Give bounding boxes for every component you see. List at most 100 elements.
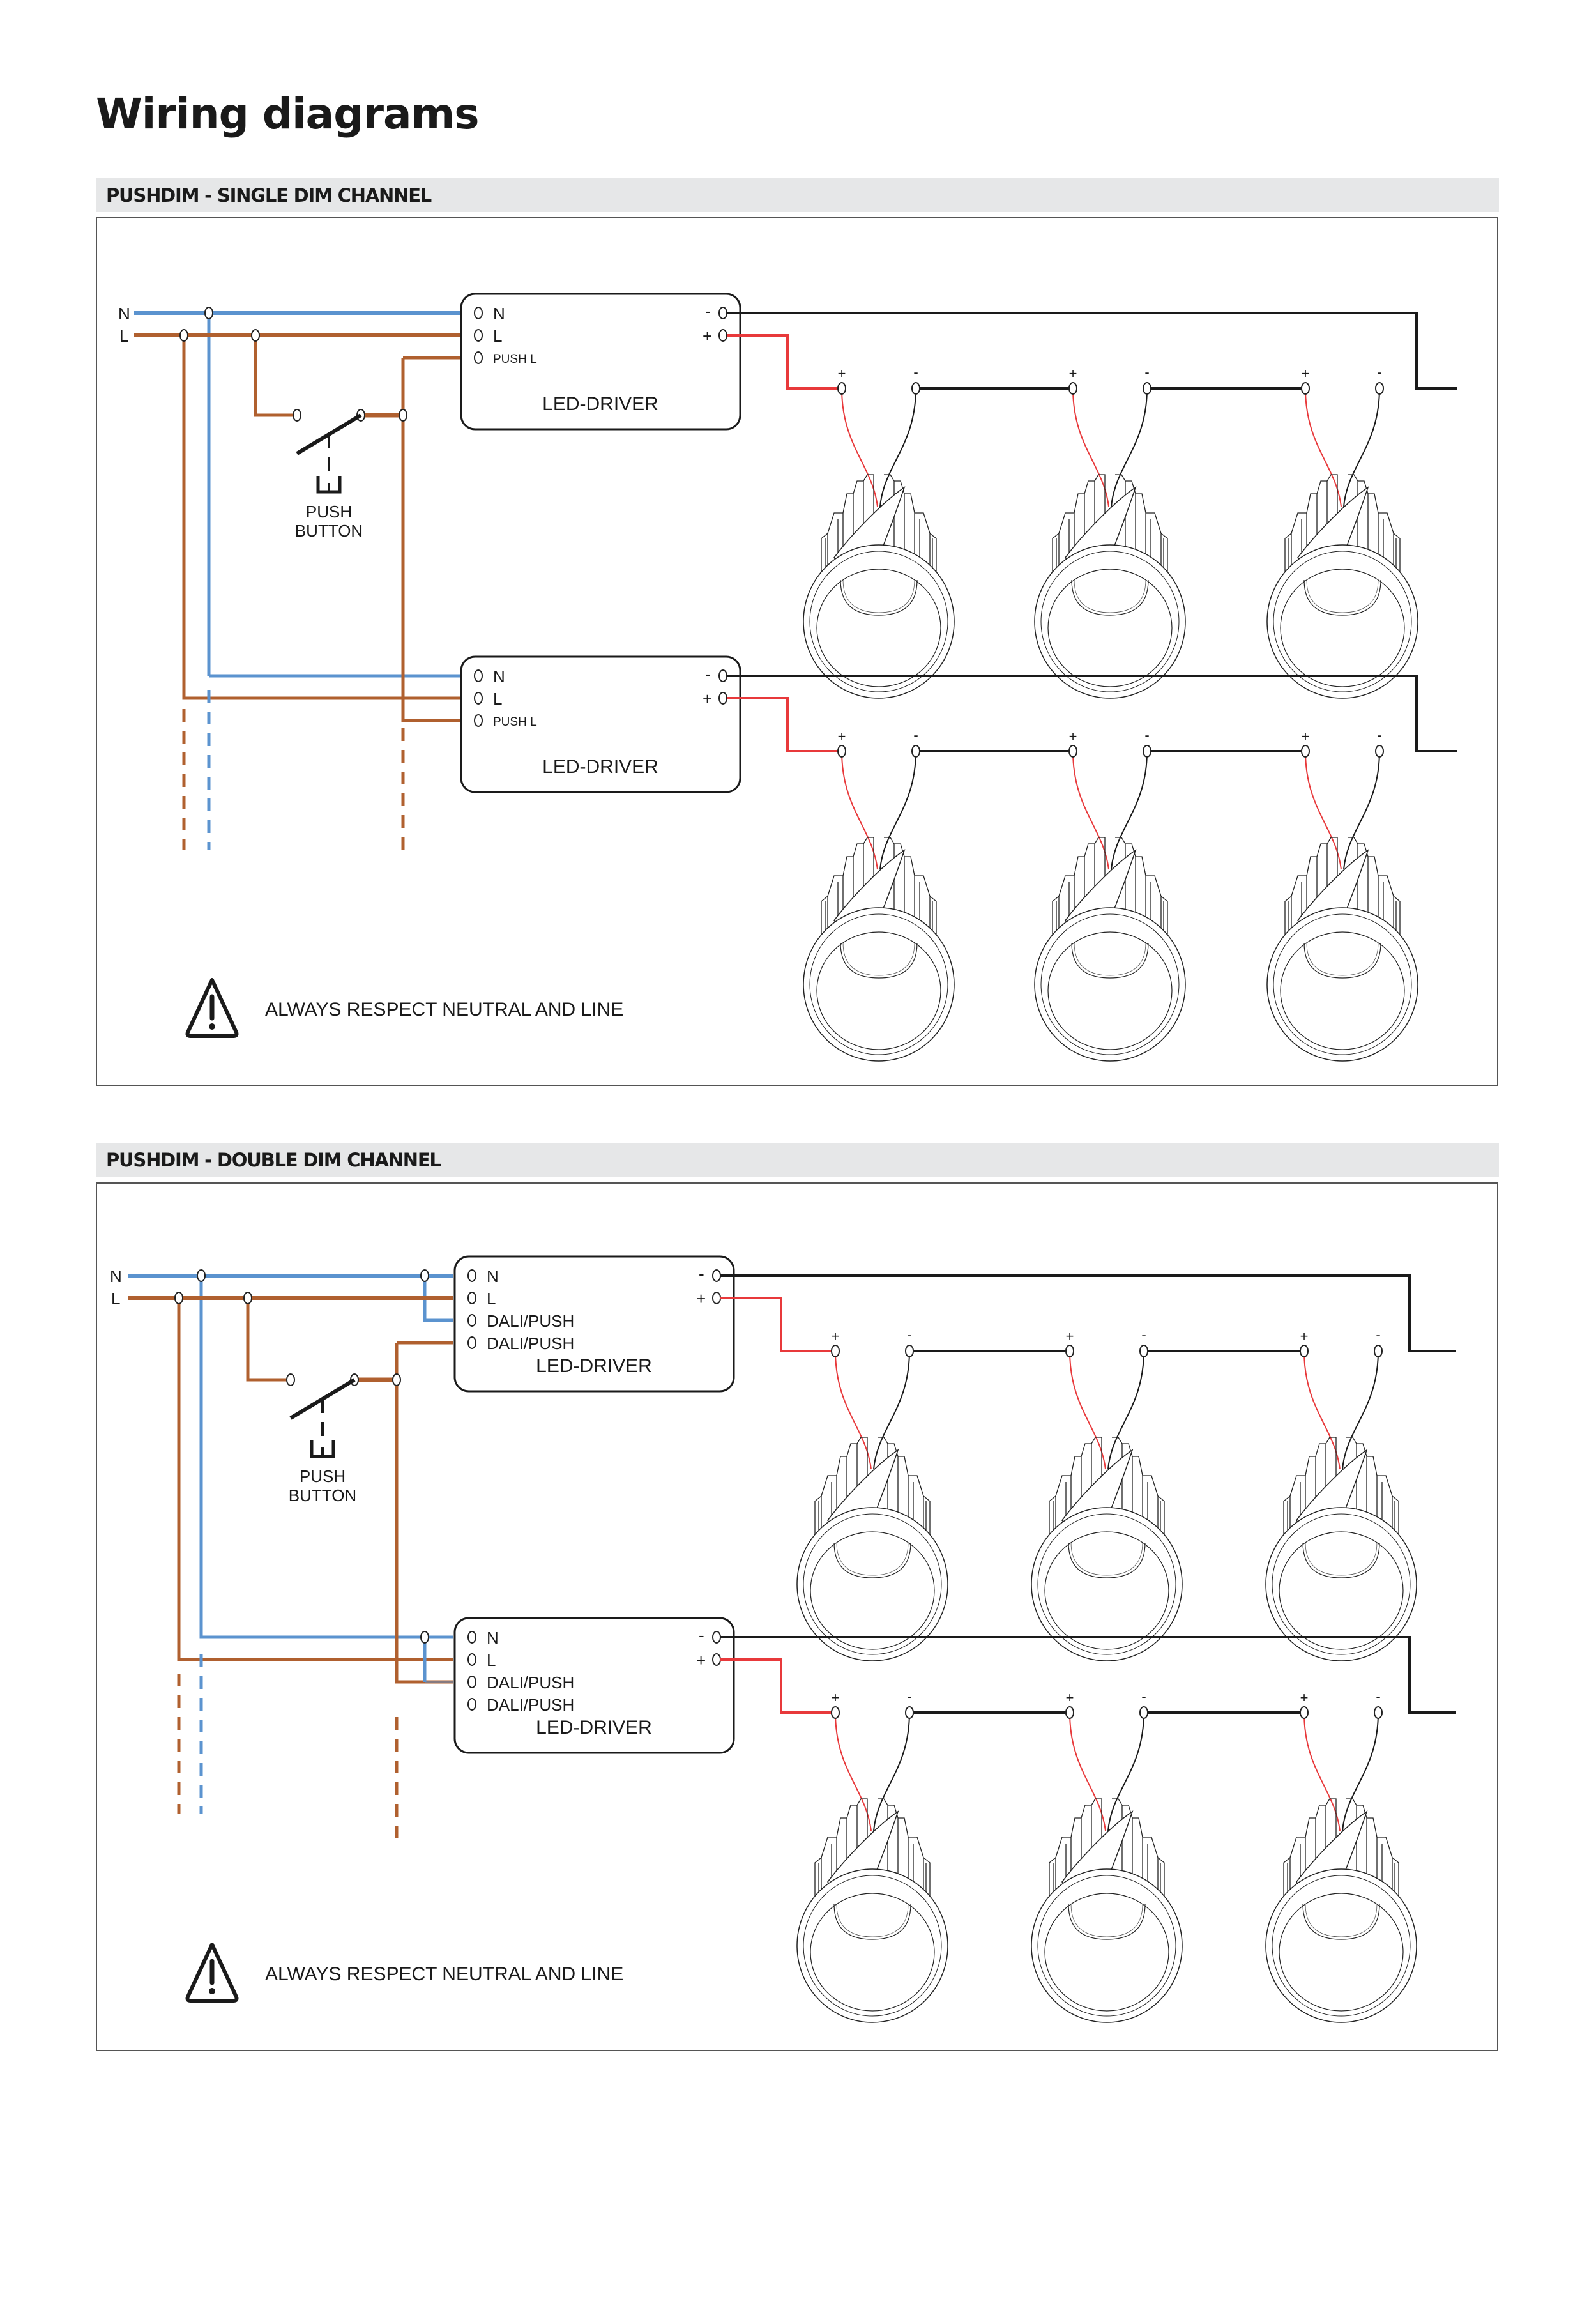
driver-input-terminal (467, 1269, 476, 1282)
downlight-luminaire-icon (1034, 474, 1186, 699)
luminaire-plus-label: + (1066, 1328, 1074, 1344)
luminaire-positive-lead (1305, 388, 1342, 507)
luminaire-terminal-minus (911, 382, 920, 395)
negative-return-wire (720, 1274, 1456, 1352)
led-driver-box (460, 655, 741, 793)
junction-node (399, 409, 407, 422)
driver-input-label: DALI/PUSH (487, 1334, 574, 1353)
switch-contact-left (286, 1373, 295, 1386)
luminaire-terminal-plus (1300, 1345, 1309, 1357)
diagram-frame-single (96, 217, 1498, 1086)
section-header-double: PUSHDIM - DOUBLE DIM CHANNEL (96, 1143, 1499, 1177)
neutral-feed-wire (199, 1276, 453, 1639)
driver-name-label: LED-DRIVER (536, 1717, 652, 1738)
driver-input-terminal (467, 1676, 476, 1688)
driver-input-label: L (487, 1651, 496, 1670)
luminaire-negative-lead (879, 388, 916, 507)
luminaire-negative-lead (1107, 1712, 1144, 1831)
driver-output-plus-label: + (696, 1289, 706, 1308)
luminaire-negative-lead (1343, 388, 1380, 507)
junction-node (420, 1631, 429, 1644)
mains-neutral-label: N (110, 1267, 122, 1286)
downlight-luminaire-icon (1034, 837, 1186, 1062)
luminaire-positive-lead (835, 1712, 872, 1831)
luminaire-negative-lead (1111, 388, 1148, 507)
led-driver-box (453, 1617, 735, 1754)
luminaire-terminal-plus (1068, 382, 1077, 395)
luminaire-minus-label: - (913, 727, 918, 743)
driver-input-label: PUSH L (493, 353, 537, 366)
driver-output-terminal-minus (718, 307, 727, 319)
luminaire-minus-label: - (1377, 727, 1381, 743)
junction-node (420, 1269, 429, 1282)
luminaire-positive-lead (1303, 1712, 1341, 1831)
junction-node (174, 1292, 183, 1304)
driver-output-terminal-minus (712, 1631, 721, 1644)
warning-triangle-icon (188, 980, 237, 1036)
luminaire-negative-lead (1342, 1712, 1379, 1831)
line-feed-wire (182, 335, 460, 700)
luminaire-terminal-plus (1068, 745, 1077, 758)
luminaire-positive-lead (1072, 751, 1109, 870)
luminaire-negative-lead (1342, 1350, 1379, 1470)
driver-output-minus-label: - (705, 664, 711, 684)
luminaire-terminal-plus (831, 1345, 840, 1357)
downlight-luminaire-icon (1266, 474, 1418, 699)
luminaire-terminal-minus (911, 745, 920, 758)
driver-output-plus-label: + (696, 1651, 706, 1670)
driver-name-label: LED-DRIVER (536, 1356, 652, 1377)
luminaire-positive-lead (835, 1350, 872, 1470)
led-driver-box (460, 293, 741, 431)
luminaire-terminal-plus (831, 1706, 840, 1719)
driver-input-terminal (474, 351, 483, 364)
luminaire-terminal-minus (1374, 1706, 1383, 1719)
section-header-single: PUSHDIM - SINGLE DIM CHANNEL (96, 178, 1499, 212)
driver-name-label: LED-DRIVER (542, 393, 658, 415)
downlight-luminaire-icon (1266, 837, 1418, 1062)
driver-output-terminal-plus (718, 329, 727, 342)
warning-triangle-icon (188, 1944, 237, 2001)
driver-output-minus-label: - (705, 302, 711, 321)
luminaire-minus-label: - (1376, 1327, 1380, 1343)
luminaire-minus-label: - (1141, 1327, 1146, 1343)
driver-input-terminal (474, 714, 483, 727)
luminaire-plus-label: + (1302, 365, 1310, 381)
driver-output-minus-label: - (699, 1264, 704, 1283)
line-feed-wire (177, 1298, 453, 1661)
luminaire-plus-label: + (1066, 1690, 1074, 1706)
push-button-label: PUSH (300, 1467, 346, 1486)
luminaire-plus-label: + (832, 1328, 840, 1344)
driver-input-label: L (493, 326, 502, 346)
luminaire-negative-lead (873, 1350, 910, 1470)
driver-output-terminal-minus (718, 669, 727, 682)
luminaire-negative-lead (879, 751, 916, 870)
driver-output-terminal-plus (712, 1292, 721, 1304)
driver-name-label: LED-DRIVER (542, 756, 658, 777)
negative-return-wire (727, 675, 1457, 752)
luminaire-minus-label: - (1377, 364, 1381, 380)
diagram-double-dim: NLPUSHBUTTONNLDALI/PUSHDALI/PUSHLED-DRIV… (110, 1255, 1456, 2023)
downlight-luminaire-icon (796, 1437, 948, 1661)
luminaire-terminal-plus (1301, 382, 1310, 395)
switch-input-wire (246, 1298, 291, 1382)
downlight-luminaire-icon (1031, 1437, 1183, 1661)
luminaire-minus-label: - (1144, 364, 1149, 380)
luminaire-plus-label: + (1069, 728, 1077, 744)
luminaire-negative-lead (873, 1712, 910, 1831)
switch-input-wire (254, 335, 297, 417)
luminaire-terminal-plus (837, 745, 846, 758)
positive-supply-wire (720, 1297, 835, 1352)
luminaire-plus-label: + (838, 728, 846, 744)
driver-input-terminal (467, 1698, 476, 1711)
driver-input-label: DALI/PUSH (487, 1673, 574, 1692)
driver-input-label: L (487, 1289, 496, 1308)
positive-supply-wire (720, 1658, 835, 1714)
push-button-label: PUSH (306, 502, 352, 521)
junction-node (204, 307, 213, 319)
luminaire-terminal-minus (1143, 745, 1151, 758)
luminaire-plus-label: + (1302, 728, 1310, 744)
driver-input-terminal (467, 1336, 476, 1349)
luminaire-positive-lead (1069, 1712, 1106, 1831)
downlight-luminaire-icon (796, 1798, 948, 2023)
